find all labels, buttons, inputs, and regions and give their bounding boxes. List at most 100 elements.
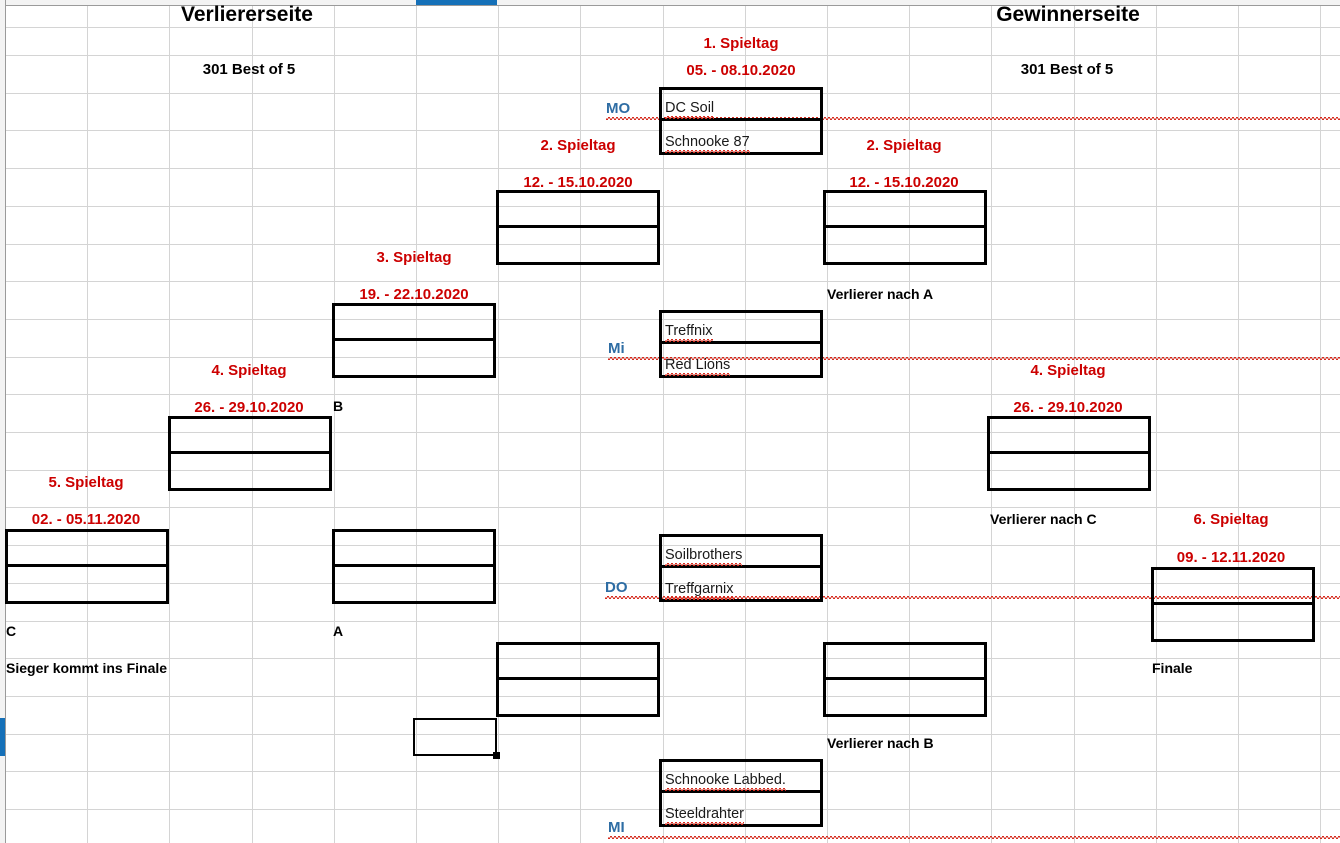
bracket-slot-top[interactable]: [171, 419, 329, 454]
bracket-slot-bottom[interactable]: [171, 454, 329, 489]
bracket-m12-losers-low[interactable]: [496, 642, 660, 717]
row-header-strip[interactable]: [0, 0, 6, 843]
winners-format-label: 301 Best of 5: [1021, 62, 1114, 77]
bracket-m3-winners-r2[interactable]: [823, 190, 987, 265]
bracket-m11-final[interactable]: [1151, 567, 1315, 642]
gridline-vertical: [1320, 0, 1321, 843]
team-name: Schnooke Labbed.: [665, 772, 786, 791]
marker-b: B: [333, 398, 344, 414]
gridline-horizontal: [0, 55, 1340, 56]
gridline-horizontal: [0, 319, 1340, 320]
bracket-m9-losers-mid[interactable]: [332, 529, 496, 604]
bracket-slot-bottom[interactable]: [826, 228, 984, 263]
bracket-slot-bottom[interactable]: Steeldrahter: [662, 793, 820, 825]
losers-format-text: 301 Best of 5: [202, 61, 296, 78]
bracket-m6-losers-r4[interactable]: [168, 416, 332, 491]
bracket-slot-bottom[interactable]: [499, 680, 657, 715]
gridline-horizontal: [0, 27, 1340, 28]
bracket-slot-top[interactable]: [335, 306, 493, 341]
gridline-vertical: [1238, 0, 1239, 843]
gridline-vertical: [87, 0, 88, 843]
gridline-vertical: [416, 0, 417, 843]
bracket-slot-top[interactable]: [990, 419, 1148, 454]
bracket-slot-bottom[interactable]: [499, 228, 657, 263]
bracket-slot-bottom[interactable]: [8, 567, 166, 602]
gridline-vertical: [334, 0, 335, 843]
matchday-2-losers-label: 2. Spieltag: [540, 137, 616, 154]
gridline-vertical: [498, 0, 499, 843]
weekday-label-mi: Mi: [608, 341, 1340, 360]
losers-side-title: Verliererseite: [181, 3, 313, 26]
bracket-m2-losers-r2[interactable]: [496, 190, 660, 265]
bracket-m13-winners-low[interactable]: [823, 642, 987, 717]
matchday-3-label: 3. Spieltag: [376, 249, 452, 266]
gridline-horizontal: [0, 244, 1340, 245]
bracket-slot-bottom[interactable]: [335, 341, 493, 376]
gridline-horizontal: [0, 93, 1340, 94]
bracket-slot-bottom[interactable]: [990, 454, 1148, 489]
gridline-horizontal: [0, 168, 1340, 169]
bracket-slot-top[interactable]: Soilbrothers: [662, 537, 820, 568]
note-loser-to-a: Verlierer nach A: [827, 286, 934, 302]
bracket-m14-round1-mi2[interactable]: Schnooke Labbed. Steeldrahter: [659, 759, 823, 827]
weekday-label-do: DO: [605, 580, 1340, 599]
bracket-slot-top[interactable]: [826, 645, 984, 680]
team-name: Soilbrothers: [665, 547, 743, 566]
note-loser-to-c: Verlierer nach C: [990, 511, 1097, 527]
bracket-slot-top[interactable]: [826, 193, 984, 228]
bracket-slot-bottom[interactable]: [1154, 605, 1312, 640]
bracket-slot-bottom[interactable]: Treffgarnix: [662, 568, 820, 600]
bracket-slot-top[interactable]: [1154, 570, 1312, 605]
gridline-vertical: [580, 0, 581, 843]
team-name: Treffgarnix: [665, 581, 734, 600]
bracket-slot-bottom[interactable]: [335, 567, 493, 602]
marker-c: C: [6, 623, 17, 639]
matchday-5-label: 5. Spieltag: [48, 474, 124, 491]
gridline-horizontal: [0, 507, 1340, 508]
bracket-slot-top[interactable]: [335, 532, 493, 567]
matchday-5-date: 02. - 05.11.2020: [31, 511, 141, 528]
team-name: Steeldrahter: [665, 806, 744, 825]
bracket-m7-winners-r4[interactable]: [987, 416, 1151, 491]
winners-side-title: Gewinnerseite: [996, 3, 1140, 26]
gridline-horizontal: [0, 394, 1340, 395]
note-finale: Finale: [1152, 660, 1193, 676]
active-cell-selection[interactable]: [413, 718, 497, 756]
bracket-m10-round1-do[interactable]: Soilbrothers Treffgarnix: [659, 534, 823, 602]
matchday-2-losers-date: 12. - 15.10.2020: [523, 174, 633, 191]
note-loser-to-b: Verlierer nach B: [827, 735, 934, 751]
gridline-vertical: [827, 0, 828, 843]
bracket-slot-top[interactable]: Schnooke Labbed.: [662, 762, 820, 793]
bracket-m5-losers-r3[interactable]: [332, 303, 496, 378]
bracket-slot-bottom[interactable]: Schnooke 87: [662, 121, 820, 153]
bracket-m1-round1[interactable]: DC Soil Schnooke 87: [659, 87, 823, 155]
column-header-strip[interactable]: [0, 0, 1340, 6]
team-name: Schnooke 87: [665, 134, 750, 153]
bracket-slot-top[interactable]: Treffnix: [662, 313, 820, 344]
gridline-horizontal: [0, 281, 1340, 282]
matchday-1-date: 05. - 08.10.2020: [686, 62, 796, 79]
gridline-horizontal: [0, 130, 1340, 131]
gridline-vertical: [1074, 0, 1075, 843]
bracket-slot-bottom[interactable]: [826, 680, 984, 715]
winners-format-text: 301 Best of 5: [1020, 61, 1114, 78]
bracket-slot-bottom[interactable]: Red Lions: [662, 344, 820, 376]
bracket-slot-top[interactable]: [499, 193, 657, 228]
fill-handle[interactable]: [493, 752, 500, 759]
bracket-m4-round1-mi[interactable]: Treffnix Red Lions: [659, 310, 823, 378]
note-winner-to-final: Sieger kommt ins Finale: [6, 660, 168, 676]
team-name: DC Soil: [665, 100, 715, 119]
gridline-horizontal: [0, 771, 1340, 772]
gridline-vertical: [745, 0, 746, 843]
bracket-slot-top[interactable]: [8, 532, 166, 567]
gridline-horizontal: [0, 206, 1340, 207]
team-name: Treffnix: [665, 323, 713, 342]
gridline-vertical: [663, 0, 664, 843]
losers-format-label: 301 Best of 5: [203, 62, 296, 77]
bracket-slot-top[interactable]: [499, 645, 657, 680]
gridline-horizontal: [0, 470, 1340, 471]
matchday-4-losers-label: 4. Spieltag: [211, 362, 287, 379]
bracket-m8-losers-r5[interactable]: [5, 529, 169, 604]
bracket-slot-top[interactable]: DC Soil: [662, 90, 820, 121]
